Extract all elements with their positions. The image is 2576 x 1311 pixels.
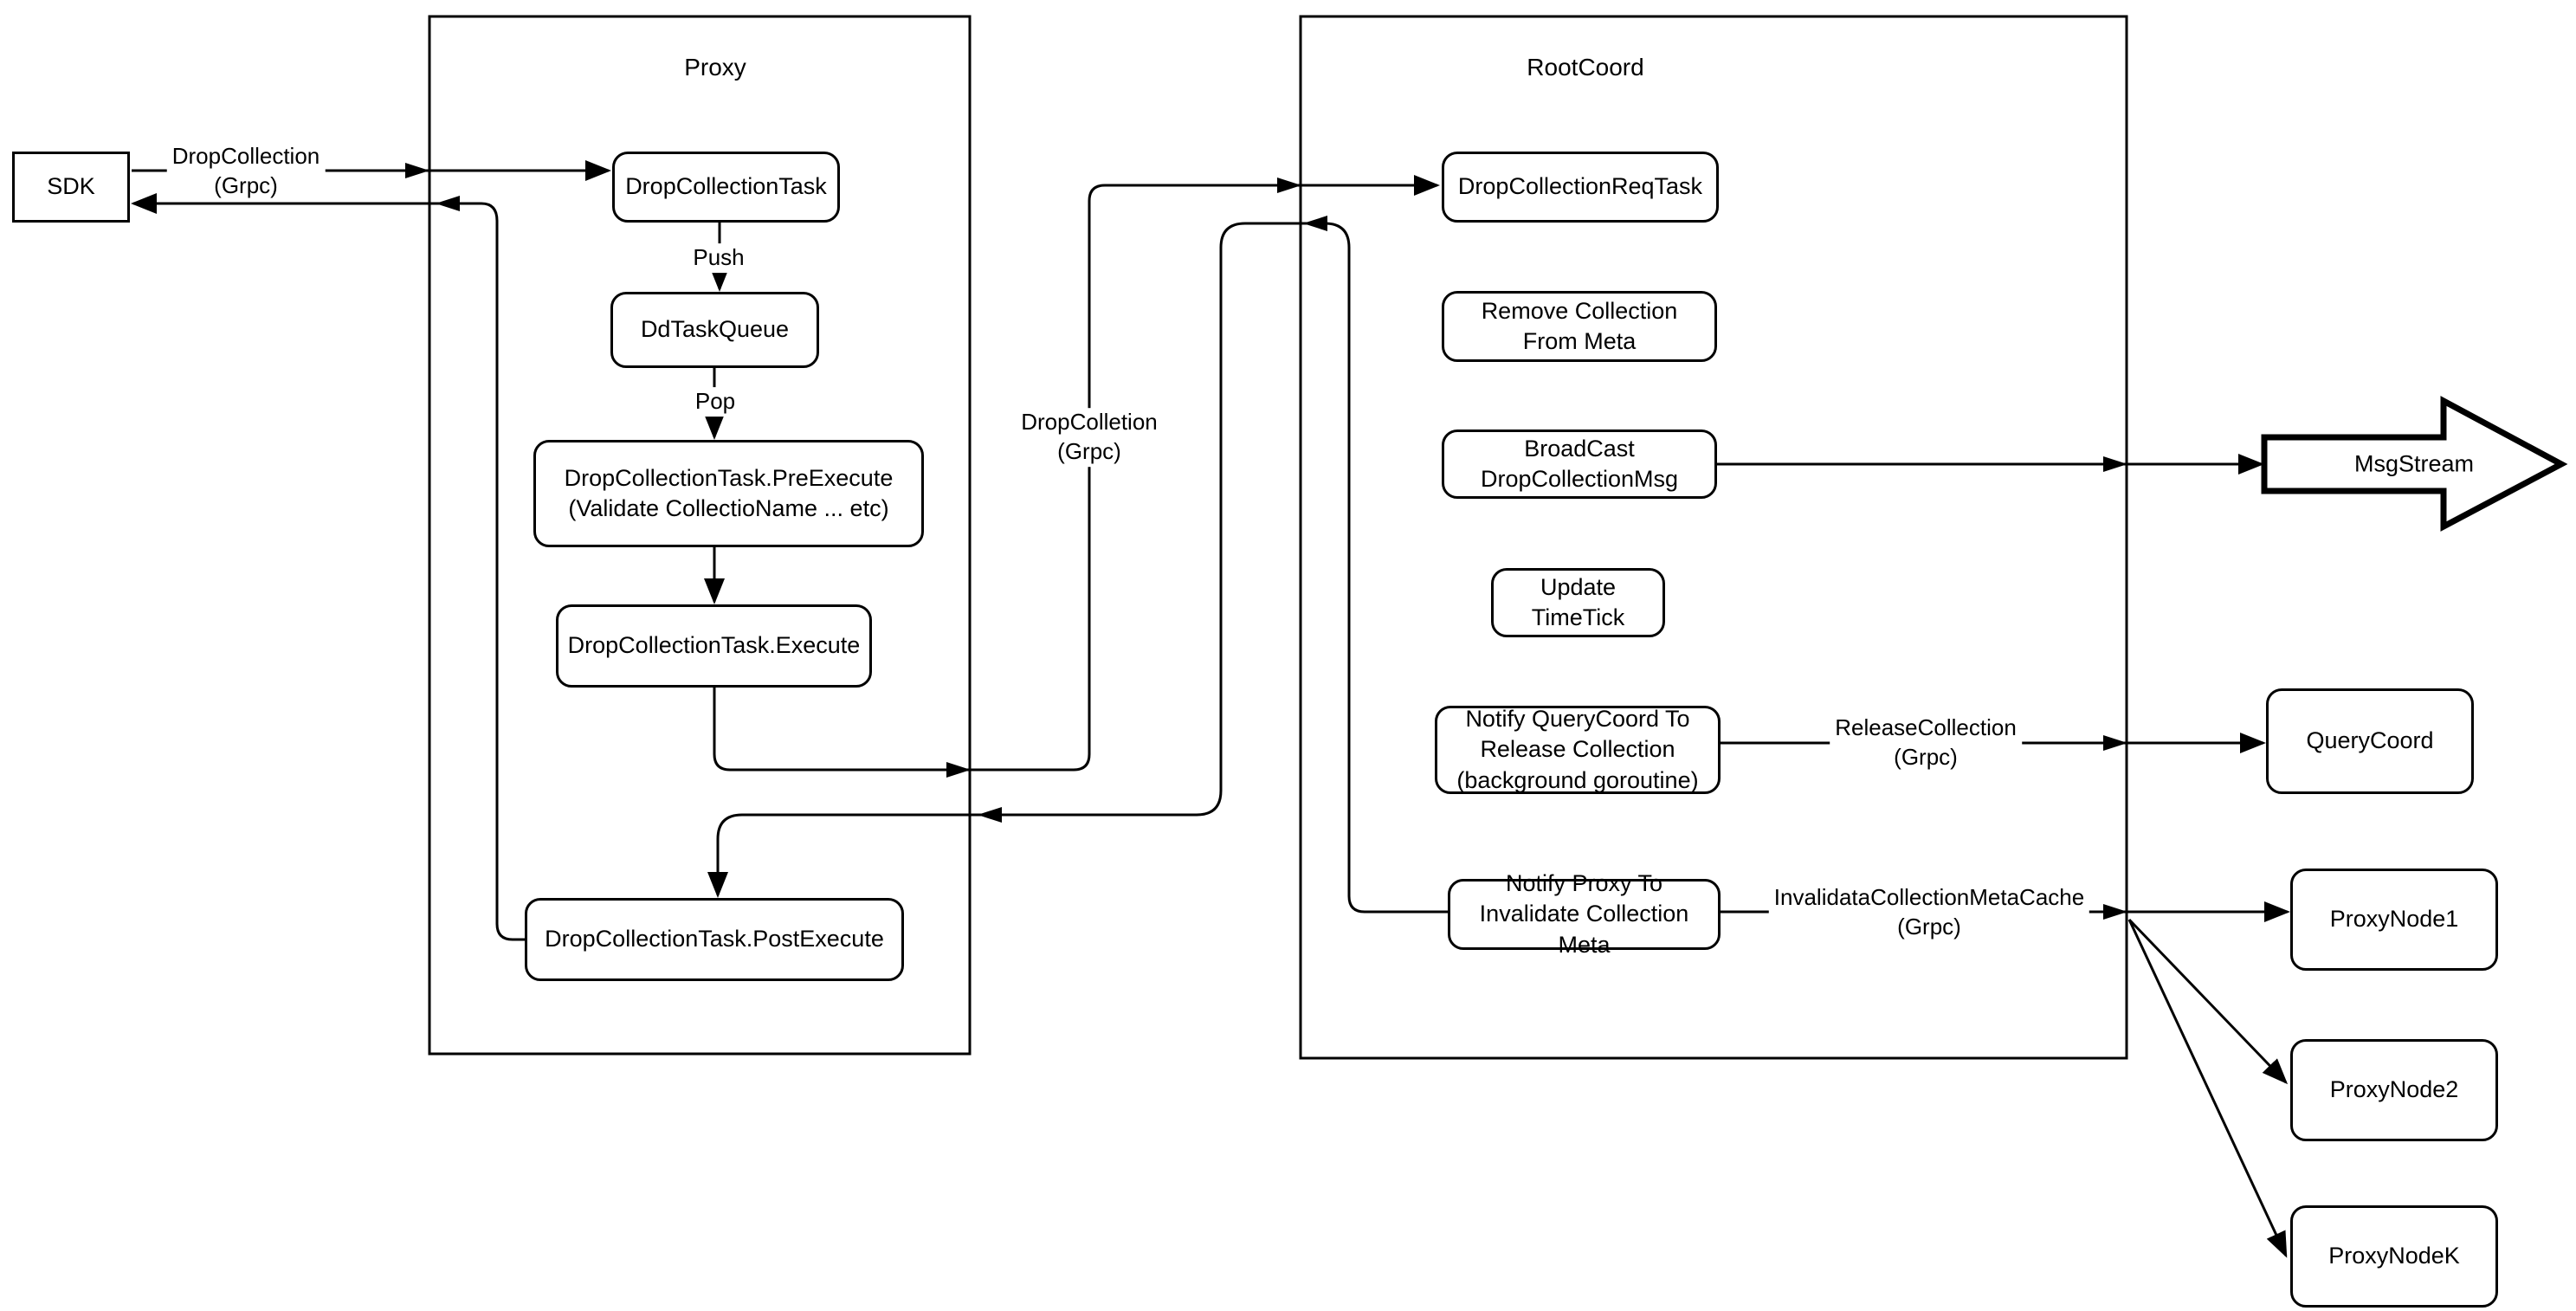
node-dropcollectiontask: DropCollectionTask — [612, 152, 840, 223]
arrowhead-rootcoord-border-release — [2103, 735, 2127, 751]
edge-label-push: Push — [688, 243, 750, 273]
edge-label-pop: Pop — [689, 387, 741, 417]
node-notifyproxy: Notify Proxy To Invalidate Collection Me… — [1448, 870, 1721, 958]
msgstream-arrow-shape — [2261, 396, 2568, 532]
edge-notifyproxy-to-postexecute — [707, 222, 1448, 914]
node-broadcast: BroadCast DropCollectionMsg — [1442, 429, 1717, 499]
arrowhead-proxy-border-in — [405, 163, 429, 178]
edge-label-releasecollection-grpc: ReleaseCollection (Grpc) — [1830, 714, 2022, 772]
node-proxynode1: ProxyNode1 — [2290, 869, 2498, 971]
edge-notifyproxy-to-proxynode2 — [2127, 918, 2289, 1085]
node-proxynodek: ProxyNodeK — [2290, 1205, 2498, 1308]
arrowhead-proxy-border-return — [978, 807, 1002, 823]
arrowhead-proxy-border-out-to-sdk — [436, 196, 460, 211]
proxy-container-title: Proxy — [684, 54, 746, 81]
node-proxynode2: ProxyNode2 — [2290, 1039, 2498, 1141]
rootcoord-container — [1299, 15, 2128, 1060]
node-querycoord: QueryCoord — [2266, 688, 2474, 794]
rootcoord-container-title: RootCoord — [1527, 54, 1644, 81]
arrowhead-rootcoord-border-invalidate — [2103, 904, 2127, 920]
node-removecollection: Remove Collection From Meta — [1442, 291, 1717, 362]
arrowhead-rootcoord-border-msgstream — [2103, 456, 2127, 472]
node-updatetimetick: Update TimeTick — [1491, 568, 1665, 637]
node-execute: DropCollectionTask.Execute — [556, 604, 872, 688]
arrowhead-rootcoord-border-return — [1303, 216, 1327, 231]
arrowhead-rootcoord-border-in — [1277, 178, 1301, 193]
node-dropcollectionreqtask: DropCollectionReqTask — [1442, 152, 1719, 223]
node-sdk: SDK — [12, 152, 130, 223]
edge-notifyproxy-to-proxynodek — [2127, 919, 2288, 1258]
edge-label-dropcolletion-grpc: DropColletion (Grpc) — [1016, 408, 1163, 467]
proxy-container — [428, 15, 972, 1056]
msgstream-label: MsgStream — [2353, 450, 2475, 477]
node-postexecute: DropCollectionTask.PostExecute — [525, 898, 904, 981]
edge-execute-to-dropcollectionreqtask — [713, 175, 1440, 772]
node-ddtaskqueue: DdTaskQueue — [610, 292, 819, 368]
node-notifyquerycoord: Notify QueryCoord To Release Collection … — [1435, 706, 1721, 794]
edge-label-dropcollection-grpc: DropCollection (Grpc) — [166, 142, 326, 201]
node-preexecute: DropCollectionTask.PreExecute (Validate … — [533, 440, 924, 547]
edge-label-invalidatacollectionmetacache-grpc: InvalidataCollectionMetaCache (Grpc) — [1768, 883, 2090, 942]
edge-postexecute-to-sdk — [131, 193, 525, 941]
arrowhead-proxy-border-exit — [946, 762, 971, 778]
